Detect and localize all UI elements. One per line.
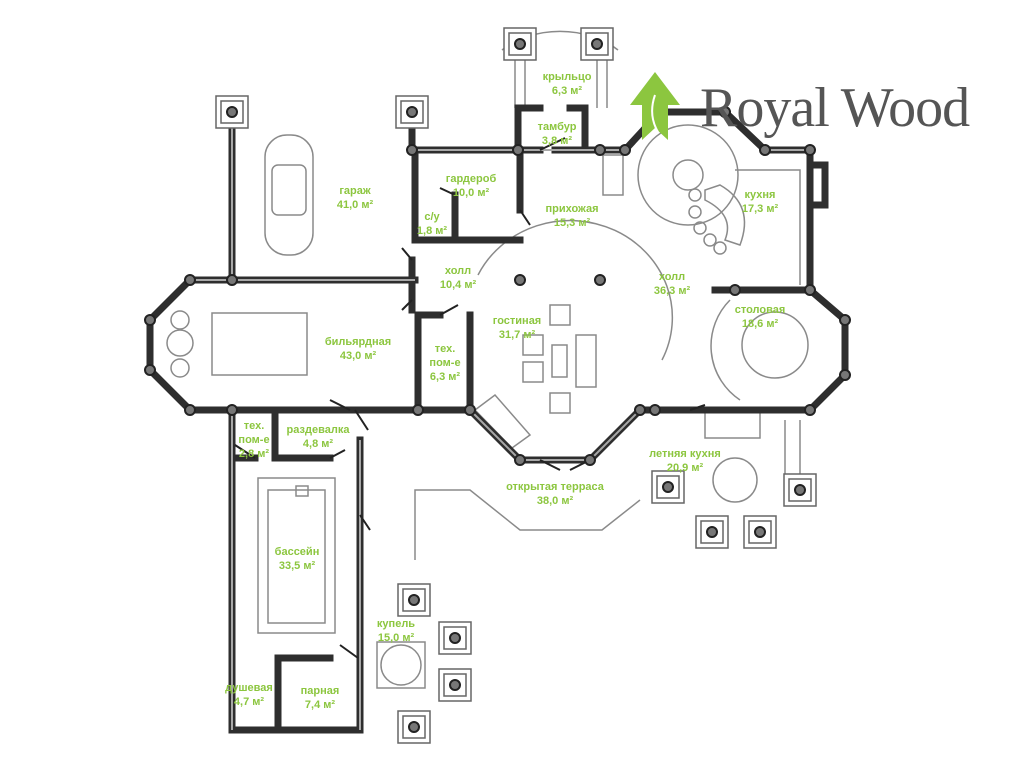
room-label: тамбур 3,8 м² [538, 120, 577, 148]
room-name: парная [300, 685, 340, 697]
pillar [397, 710, 431, 744]
pillar [783, 473, 817, 507]
pillar [438, 621, 472, 655]
room-name: гостиная [492, 315, 542, 327]
room-label: открытая терраса 38,0 м² [506, 480, 604, 508]
room-name: душевая [225, 682, 273, 694]
room-name: гараж [339, 185, 371, 197]
room-label: столовая 18,6 м² [735, 303, 786, 331]
room-label: раздевалка 4,8 м² [287, 423, 350, 451]
room-name: летняя кухня [649, 448, 721, 460]
pillar [651, 470, 685, 504]
royal-wood-logo-icon [630, 72, 680, 140]
room-area: 18,6 м² [741, 318, 779, 330]
room-area: 43,0 м² [339, 350, 377, 362]
room-label: холл 36,3 м² [654, 270, 690, 298]
pillar [503, 27, 537, 61]
room-label: летняя кухня 20,9 м² [649, 447, 721, 475]
room-name: раздевалка [286, 424, 350, 436]
room-area: 33,5 м² [278, 560, 316, 572]
room-label: бассейн 33,5 м² [275, 545, 320, 573]
room-area: 15,0 м² [377, 632, 415, 644]
room-name: кухня [744, 189, 776, 201]
room-name: бильярдная [324, 336, 392, 348]
room-name: гардероб [445, 173, 497, 185]
pillars [215, 27, 817, 744]
room-area: 36,3 м² [653, 285, 691, 297]
room-area: 1,8 м² [416, 225, 448, 237]
room-area: 17,3 м² [741, 203, 779, 215]
pillar [397, 583, 431, 617]
pillar [438, 668, 472, 702]
room-label: душевая 4,7 м² [225, 681, 273, 709]
room-name: с/у [424, 211, 440, 223]
room-area: 15,3 м² [553, 217, 591, 229]
room-name: холл [444, 265, 472, 277]
doors [234, 137, 706, 659]
room-label: гараж 41,0 м² [337, 184, 373, 212]
room-name: крыльцо [542, 71, 592, 83]
room-area: 6,3 м² [429, 371, 461, 383]
room-area: 2,8 м² [238, 448, 270, 460]
room-area: 38,0 м² [536, 495, 574, 507]
room-name: столовая [734, 304, 786, 316]
room-name: бассейн [274, 546, 320, 558]
room-area: 4,8 м² [302, 438, 334, 450]
pillar [215, 95, 249, 129]
room-area: 6,3 м² [551, 85, 583, 97]
room-area: 20,9 м² [666, 462, 704, 474]
room-name: тамбур [537, 121, 577, 133]
pillar [695, 515, 729, 549]
room-label: гардероб 10,0 м² [446, 172, 496, 200]
room-label: бильярдная 43,0 м² [325, 335, 391, 363]
room-area: 3,8 м² [541, 135, 573, 147]
room-label: кухня 17,3 м² [742, 188, 778, 216]
room-area: 10,4 м² [439, 279, 477, 291]
room-label: холл 10,4 м² [440, 264, 476, 292]
room-area: 31,7 м² [498, 329, 536, 341]
room-name: прихожая [545, 203, 599, 215]
room-name: холл [658, 271, 686, 283]
room-area: 7,4 м² [304, 699, 336, 711]
room-label: парная 7,4 м² [301, 684, 340, 712]
room-name: открытая терраса [506, 481, 604, 493]
room-label: прихожая 15,3 м² [545, 202, 598, 230]
room-label: крыльцо 6,3 м² [543, 70, 592, 98]
room-label: гостиная 31,7 м² [493, 314, 541, 342]
pillar [580, 27, 614, 61]
pillar [743, 515, 777, 549]
room-area: 41,0 м² [336, 199, 374, 211]
room-name: купель [376, 618, 416, 630]
pillar [395, 95, 429, 129]
room-label: купель 15,0 м² [377, 617, 415, 645]
room-label: с/у 1,8 м² [417, 210, 447, 238]
room-area: 4,7 м² [233, 696, 265, 708]
room-area: 10,0 м² [452, 187, 490, 199]
brand-name: Royal Wood [700, 77, 970, 139]
